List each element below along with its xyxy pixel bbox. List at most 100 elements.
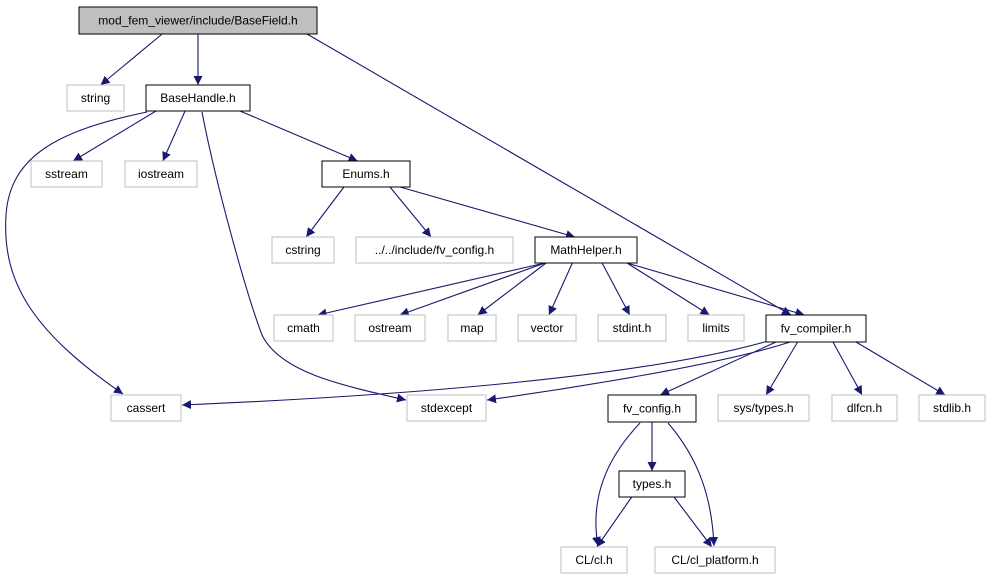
node-limits: limits <box>687 314 745 342</box>
node-label: ../../include/fv_config.h <box>375 243 494 257</box>
node-label: fv_compiler.h <box>781 322 852 336</box>
edge-line <box>592 422 641 547</box>
node-box <box>517 314 577 342</box>
node-label: Enums.h <box>342 167 389 181</box>
edge-line <box>162 110 186 162</box>
node-label: stdexcept <box>421 401 473 415</box>
node-string: string <box>66 84 125 112</box>
edge-mathhelper-to-limits <box>626 262 710 316</box>
edge-basehandle-to-iostream <box>162 110 186 162</box>
node-label: sys/types.h <box>733 401 793 415</box>
node-label: stdlib.h <box>933 401 971 415</box>
edge-fvcompiler-to-dlfcn <box>832 341 863 396</box>
edge-types-to-clcl <box>596 496 633 548</box>
node-label: stdint.h <box>613 321 652 335</box>
node-mathhelper[interactable]: MathHelper.h <box>534 236 638 264</box>
node-label: BaseHandle.h <box>160 91 235 105</box>
edge-mathhelper-to-stdint <box>601 262 631 316</box>
node-box <box>321 160 411 188</box>
edge-types-to-clplatform <box>673 496 713 548</box>
node-box <box>618 470 686 498</box>
node-stdint: stdint.h <box>597 314 667 342</box>
node-label: vector <box>531 321 564 335</box>
node-box <box>687 314 745 342</box>
node-box <box>271 236 335 264</box>
edge-line <box>626 262 805 317</box>
edge-line <box>832 341 863 396</box>
node-sstream: sstream <box>30 160 103 188</box>
node-dlfcn: dlfcn.h <box>831 394 898 422</box>
edge-line <box>201 111 407 403</box>
node-stdlib: stdlib.h <box>918 394 986 422</box>
node-label: map <box>460 321 484 335</box>
node-fvconfig_rel: ../../include/fv_config.h <box>355 236 514 264</box>
node-cmath: cmath <box>273 314 334 342</box>
edge-line <box>399 262 546 317</box>
edge-line <box>181 340 769 410</box>
node-enums[interactable]: Enums.h <box>321 160 411 188</box>
edge-line <box>306 33 792 316</box>
node-label: mod_fem_viewer/include/BaseField.h <box>98 14 297 28</box>
edge-basehandle-to-enums <box>239 110 358 162</box>
edge-line <box>305 186 345 238</box>
edge-line <box>855 341 946 396</box>
node-box <box>406 394 487 422</box>
node-stdexcept: stdexcept <box>406 394 487 422</box>
node-box <box>355 236 514 264</box>
node-clplatform: CL/cl_platform.h <box>654 546 776 574</box>
node-types[interactable]: types.h <box>618 470 686 498</box>
node-box <box>831 394 898 422</box>
node-label: dlfcn.h <box>847 401 882 415</box>
edge-fvcompiler-to-fvconfig <box>659 341 777 396</box>
edge-line <box>673 496 713 548</box>
edge-mathhelper-to-cmath <box>317 262 546 318</box>
node-label: fv_config.h <box>623 402 681 416</box>
node-label: iostream <box>138 167 184 181</box>
node-box <box>66 84 125 112</box>
nodes-layer: mod_fem_viewer/include/BaseField.hstring… <box>30 6 986 574</box>
edge-fvcompiler-to-systypes <box>765 341 799 396</box>
node-vector: vector <box>517 314 577 342</box>
node-iostream: iostream <box>124 160 198 188</box>
edge-line <box>389 186 432 238</box>
edge-fvcompiler-to-cassert <box>181 340 769 410</box>
node-box <box>918 394 986 422</box>
node-label: CL/cl.h <box>575 553 612 567</box>
edge-basehandle-to-cassert <box>5 111 148 395</box>
node-basehandle[interactable]: BaseHandle.h <box>145 84 251 112</box>
node-box <box>124 160 198 188</box>
edge-fvcompiler-to-stdexcept <box>486 341 791 404</box>
edge-fvconfig-to-clcl <box>592 422 641 547</box>
edge-mathhelper-to-vector <box>548 262 573 316</box>
edge-line <box>765 341 799 396</box>
node-box <box>354 314 426 342</box>
edge-basefield-to-string <box>100 33 163 86</box>
node-box <box>145 84 251 112</box>
node-box <box>765 314 867 343</box>
node-ostream: ostream <box>354 314 426 342</box>
edge-enums-to-cstring <box>305 186 345 238</box>
edge-fvconfig-to-clplatform <box>667 422 719 547</box>
node-box <box>717 394 810 422</box>
node-cassert: cassert <box>110 394 182 422</box>
node-box <box>30 160 103 188</box>
node-cstring: cstring <box>271 236 335 264</box>
edge-mathhelper-to-fvcompiler <box>626 262 805 317</box>
edge-mathhelper-to-map <box>477 262 547 316</box>
node-label: cassert <box>127 401 166 415</box>
edge-mathhelper-to-ostream <box>399 262 546 317</box>
edge-line <box>399 186 576 239</box>
edge-line <box>72 110 157 162</box>
node-fvconfig[interactable]: fv_config.h <box>607 394 697 423</box>
node-label: cmath <box>287 321 320 335</box>
node-label: ostream <box>368 321 411 335</box>
edge-line <box>601 262 631 316</box>
edge-line <box>100 33 163 86</box>
node-box <box>447 314 497 342</box>
edge-enums-to-fvconfig_rel <box>389 186 432 238</box>
node-label: sstream <box>45 167 88 181</box>
node-basefield[interactable]: mod_fem_viewer/include/BaseField.h <box>78 6 318 35</box>
node-fvcompiler[interactable]: fv_compiler.h <box>765 314 867 343</box>
edge-line <box>486 341 791 404</box>
